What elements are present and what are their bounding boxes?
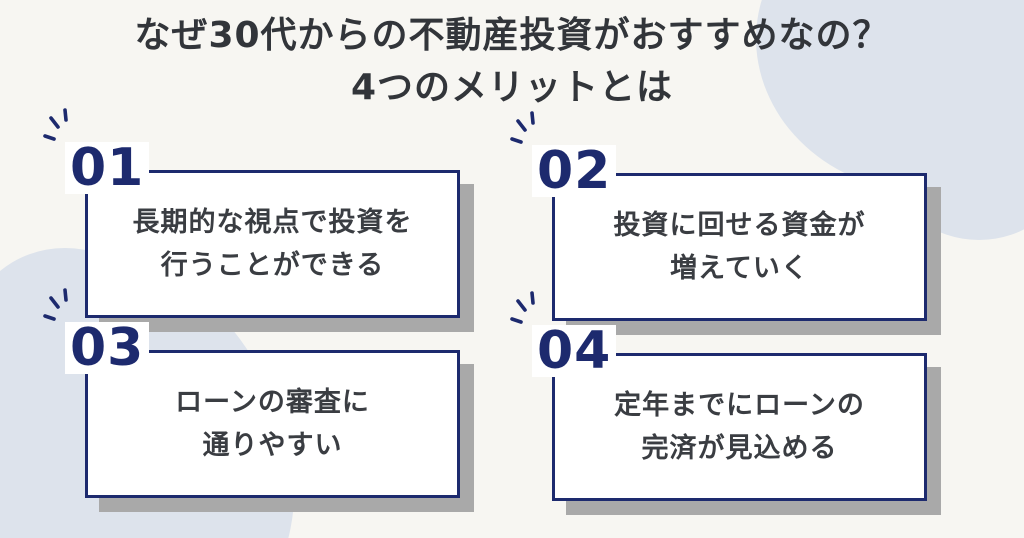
benefit-card-box: ローンの審査に 通りやすい — [85, 350, 460, 498]
benefit-text: 長期的な視点で投資を 行うことができる — [133, 201, 413, 287]
benefit-text-line1: ローンの審査に — [175, 386, 370, 418]
benefit-number: 01 — [65, 142, 150, 194]
benefit-text-line1: 定年までにローンの — [614, 389, 865, 421]
benefit-card-01: 01 長期的な視点で投資を 行うことができる — [43, 108, 460, 318]
page-title-line1: なぜ30代からの不動産投資がおすすめなの？ — [134, 15, 890, 56]
benefit-card-04: 04 定年までにローンの 完済が見込める — [510, 291, 927, 501]
benefit-card-box: 長期的な視点で投資を 行うことができる — [85, 170, 460, 318]
sparkle-icon — [41, 286, 85, 334]
benefit-text-line1: 投資に回せる資金が — [613, 209, 866, 241]
benefit-text-line2: 増えていく — [670, 253, 809, 284]
benefit-text: ローンの審査に 通りやすい — [175, 381, 370, 467]
benefit-number: 02 — [532, 145, 617, 197]
page-title-line2: 4つのメリットとは — [350, 67, 674, 109]
benefit-number: 04 — [532, 325, 617, 377]
sparkle-icon — [41, 106, 85, 154]
sparkle-icon — [508, 289, 552, 337]
benefit-text: 投資に回せる資金が 増えていく — [614, 204, 866, 290]
benefit-card-box: 投資に回せる資金が 増えていく — [552, 173, 927, 321]
benefit-card-box: 定年までにローンの 完済が見込める — [552, 353, 927, 501]
benefit-card-03: 03 ローンの審査に 通りやすい — [43, 288, 460, 498]
benefit-text-line2: 行うことができる — [160, 250, 385, 281]
benefit-text: 定年までにローンの 完済が見込める — [614, 384, 865, 470]
benefit-text-line2: 完済が見込める — [641, 433, 838, 464]
benefit-card-02: 02 投資に回せる資金が 増えていく — [510, 111, 927, 321]
page-title: なぜ30代からの不動産投資がおすすめなの？ 4つのメリットとは — [0, 10, 1024, 114]
benefit-text-line2: 通りやすい — [202, 430, 343, 461]
benefit-number: 03 — [65, 322, 150, 374]
benefit-text-line1: 長期的な視点で投資を — [132, 206, 413, 238]
sparkle-icon — [508, 109, 552, 157]
